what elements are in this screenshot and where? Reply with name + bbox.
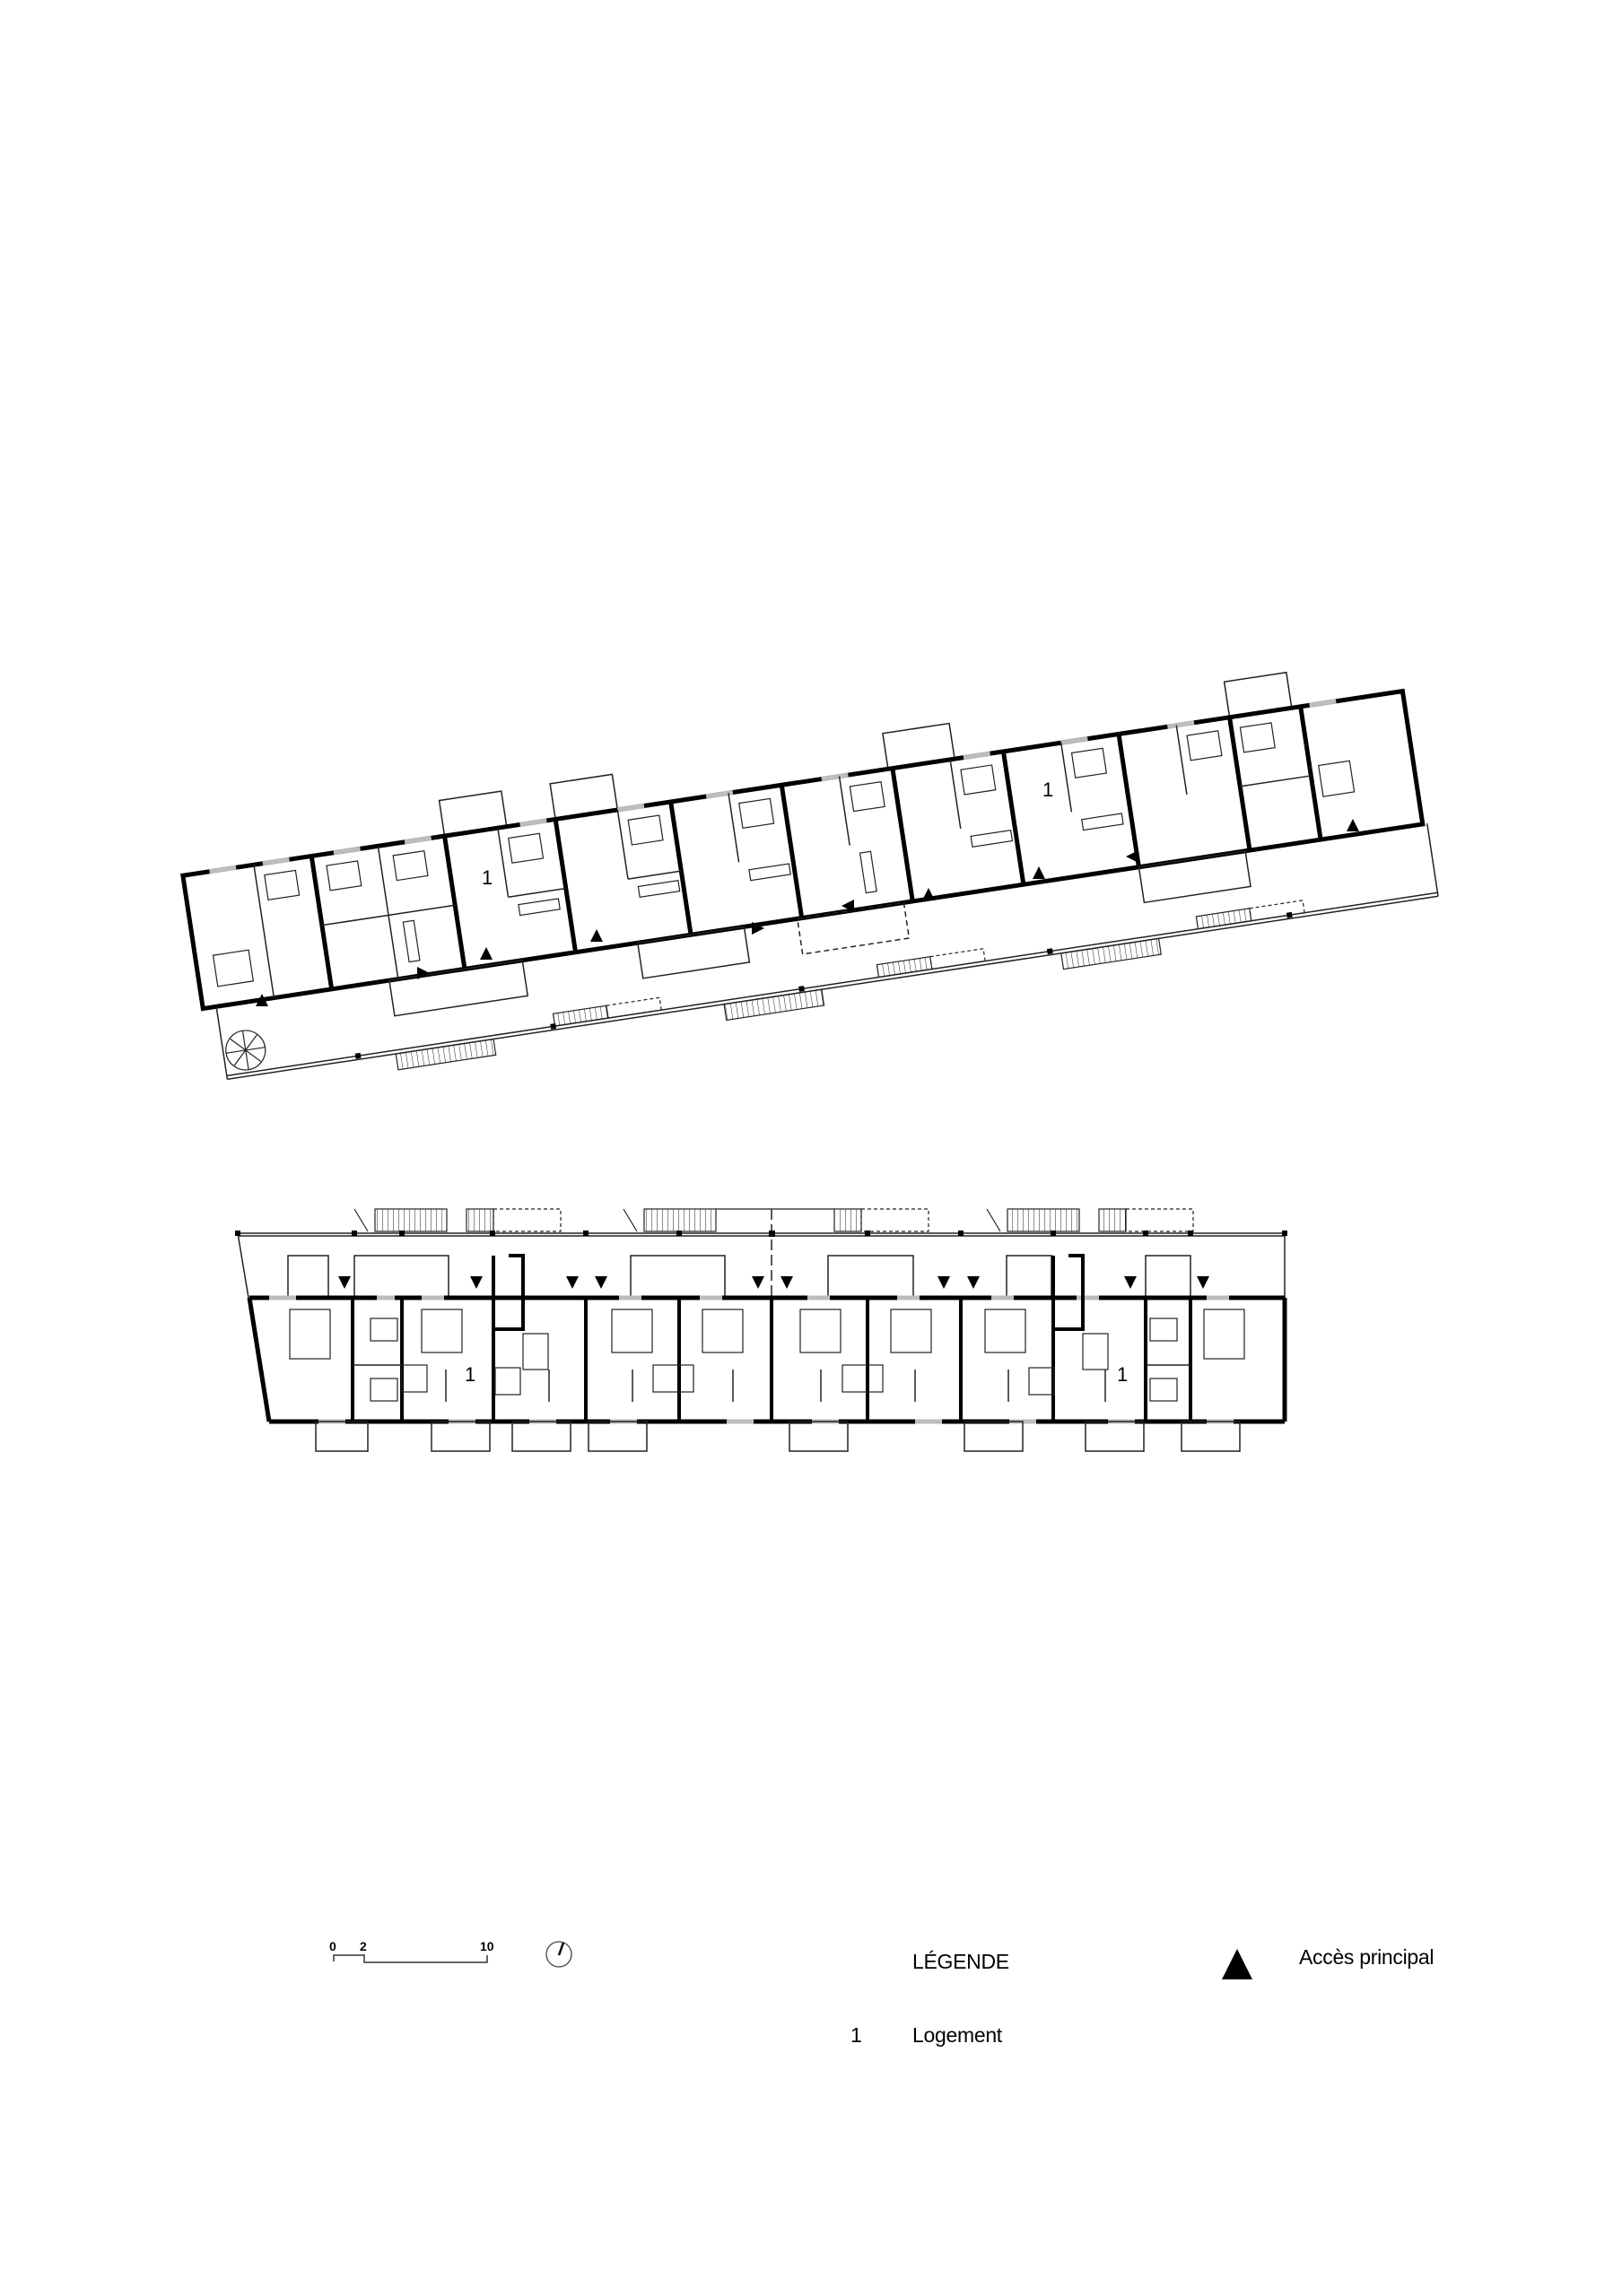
lower-balconies [315,1421,1241,1452]
scale-bar [333,1954,488,1963]
unit-number-label: 1 [1042,778,1053,801]
lower-floor-plan [235,1208,1287,1452]
lower-gallery [237,1209,1286,1422]
spiral-stair [225,1030,266,1071]
upper-party-walls [309,706,1323,990]
access-triangle-icon [417,967,430,979]
legend-item-label: Logement [912,2023,1002,2047]
unit-number-label: 1 [482,866,493,889]
access-triangle-icon [1347,819,1359,831]
upper-unit-labels: 11 [482,778,1053,889]
access-triangle-legend-icon [1222,1949,1252,1979]
lower-columns [235,1231,1287,1237]
upper-access-markers [256,819,1359,1006]
scale-label-2: 2 [360,1939,367,1953]
upper-room-partitions [253,725,1312,998]
lower-bathrooms [289,1309,1245,1370]
access-triangle-icon [1197,1276,1209,1289]
lower-access-markers [338,1276,1209,1289]
legend-symbol-label: Accès principal [1299,1945,1435,1969]
access-triangle-icon [338,1276,351,1289]
upper-floor-plan [180,671,1439,1081]
access-triangle-icon [752,1276,764,1289]
unit-number-label: 1 [465,1363,475,1386]
access-triangle-icon [967,1276,980,1289]
scale-label-10: 10 [480,1939,494,1953]
access-triangle-icon [470,1276,483,1289]
access-triangle-icon [595,1276,607,1289]
access-triangle-icon [256,994,268,1006]
upper-kitchens [212,760,1356,987]
north-arrow-icon [545,1941,572,1968]
lower-beds [370,1318,1178,1402]
lower-external-stairs [353,1208,1194,1232]
access-triangle-icon [590,929,603,942]
upper-balconies [438,671,1293,837]
upper-gallery [215,823,1439,1081]
upper-columns [354,911,1293,1059]
upper-beds [264,722,1276,900]
access-triangle-icon [937,1276,950,1289]
access-triangle-icon [780,1276,793,1289]
lower-room-partitions [353,1364,1190,1402]
lower-windows [269,1295,1234,1424]
access-triangle-icon [480,947,493,960]
upper-building-outline [180,688,1426,1012]
access-triangle-icon [1033,866,1045,879]
access-triangle-icon [842,900,854,912]
access-triangle-icon [922,888,935,900]
scale-label-0: 0 [329,1939,336,1953]
legend-item-key: 1 [850,2023,862,2047]
access-triangle-icon [1124,1276,1137,1289]
legend-title: LÉGENDE [912,1950,1009,1973]
upper-external-stairs [395,900,1305,1071]
access-triangle-icon [1126,850,1138,863]
unit-number-label: 1 [1117,1363,1128,1386]
lower-building-outline [247,1295,1287,1424]
access-triangle-icon [566,1276,579,1289]
access-triangle-icon [752,922,764,935]
lower-party-walls [351,1254,1192,1422]
